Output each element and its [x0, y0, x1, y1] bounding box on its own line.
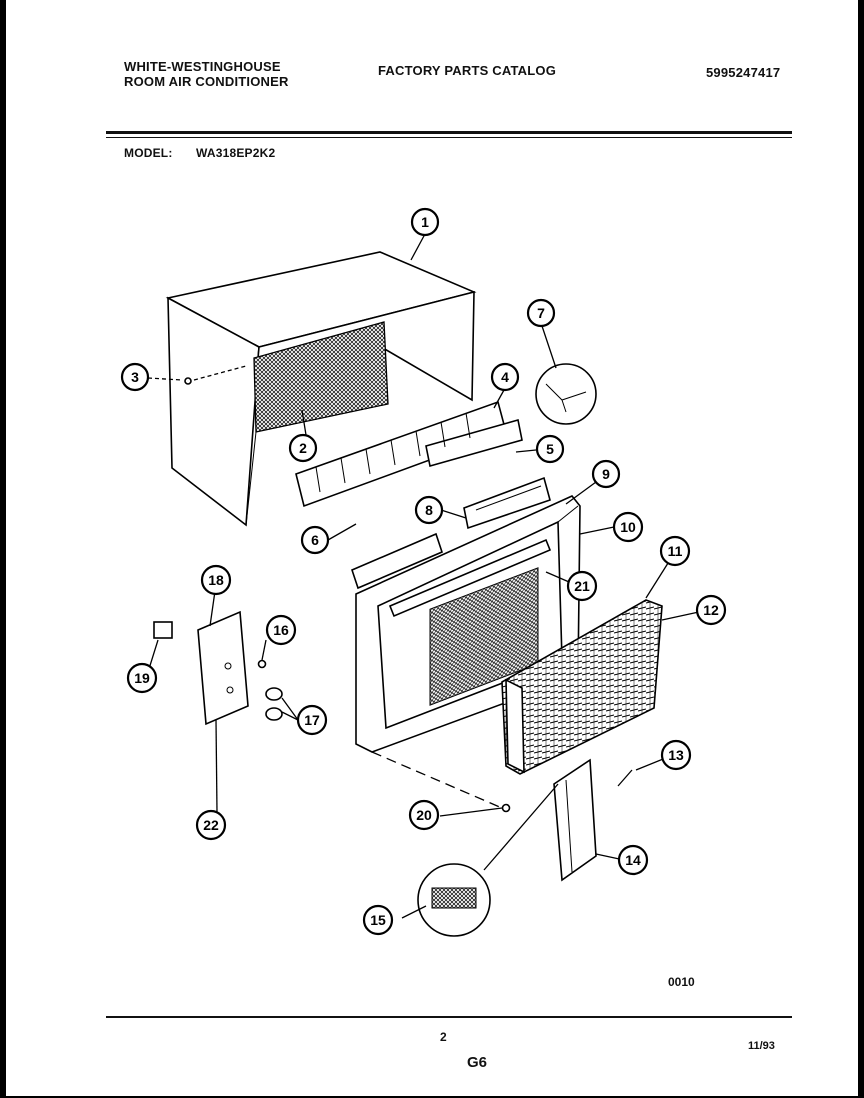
callout-6: 6 [300, 525, 330, 555]
svg-text:4: 4 [501, 369, 509, 385]
callout-1: 1 [410, 207, 440, 237]
control-panel [153, 610, 283, 726]
callout-9: 9 [591, 459, 621, 489]
catalog-page: WHITE-WESTINGHOUSE ROOM AIR CONDITIONER … [6, 0, 858, 1096]
svg-text:19: 19 [134, 670, 150, 686]
page-number: 2 [440, 1030, 447, 1044]
brand-line-2: ROOM AIR CONDITIONER [124, 74, 289, 89]
detail-inset-latch [417, 863, 491, 937]
exploded-parts-diagram: 1 2 3 4 5 6 7 8 9 10 11 12 13 14 15 16 1… [120, 207, 727, 937]
footer-rule [106, 1016, 792, 1018]
base-rail [295, 400, 523, 508]
svg-text:6: 6 [311, 532, 319, 548]
callout-15: 15 [362, 904, 394, 936]
svg-text:22: 22 [203, 817, 219, 833]
front-grille [501, 599, 663, 775]
svg-text:18: 18 [208, 572, 224, 588]
callout-19: 19 [126, 662, 158, 694]
brand-line-1: WHITE-WESTINGHOUSE [124, 59, 281, 74]
svg-text:1: 1 [421, 214, 429, 230]
svg-text:9: 9 [602, 466, 610, 482]
catalog-title: FACTORY PARTS CATALOG [378, 63, 557, 78]
control-bracket [351, 476, 551, 590]
model-number: WA318EP2K2 [196, 146, 276, 160]
svg-text:14: 14 [625, 852, 641, 868]
svg-text:7: 7 [537, 305, 545, 321]
access-door [553, 758, 597, 882]
callout-5: 5 [535, 434, 565, 464]
callout-11: 11 [659, 535, 691, 567]
callout-10: 10 [612, 511, 644, 543]
brand-name: WHITE-WESTINGHOUSE ROOM AIR CONDITIONER [124, 59, 289, 89]
callout-20: 20 [408, 799, 440, 831]
callout-18: 18 [200, 564, 232, 596]
svg-text:10: 10 [620, 519, 636, 535]
svg-text:2: 2 [299, 440, 307, 456]
catalog-number: 5995247417 [706, 65, 781, 80]
svg-text:16: 16 [273, 622, 289, 638]
callout-22: 22 [195, 809, 227, 841]
callout-8: 8 [414, 495, 444, 525]
svg-text:17: 17 [304, 712, 320, 728]
svg-text:8: 8 [425, 502, 433, 518]
svg-text:12: 12 [703, 602, 719, 618]
callout-17: 17 [296, 704, 328, 736]
callout-12: 12 [695, 594, 727, 626]
header-rule-thin [106, 137, 792, 138]
detail-inset-clip [535, 363, 597, 425]
callout-7: 7 [526, 298, 556, 328]
svg-text:5: 5 [546, 441, 554, 457]
screws [184, 377, 633, 813]
callout-2: 2 [288, 433, 318, 463]
callout-14: 14 [617, 844, 649, 876]
header-rule-thick [106, 131, 792, 134]
callout-3: 3 [120, 362, 150, 392]
svg-text:15: 15 [370, 912, 386, 928]
callout-21: 21 [566, 570, 598, 602]
svg-text:11: 11 [668, 543, 683, 559]
callout-16: 16 [265, 614, 297, 646]
svg-text:3: 3 [131, 369, 139, 385]
svg-text:20: 20 [416, 807, 432, 823]
model-label: MODEL: [124, 146, 173, 160]
callout-4: 4 [490, 362, 520, 392]
svg-text:21: 21 [574, 578, 590, 594]
section-code: G6 [467, 1054, 488, 1071]
cabinet-shell [165, 251, 477, 527]
callout-13: 13 [660, 739, 692, 771]
revision-date: 11/93 [748, 1040, 775, 1052]
illustration-code: 0010 [668, 975, 695, 989]
svg-text:13: 13 [668, 747, 684, 763]
